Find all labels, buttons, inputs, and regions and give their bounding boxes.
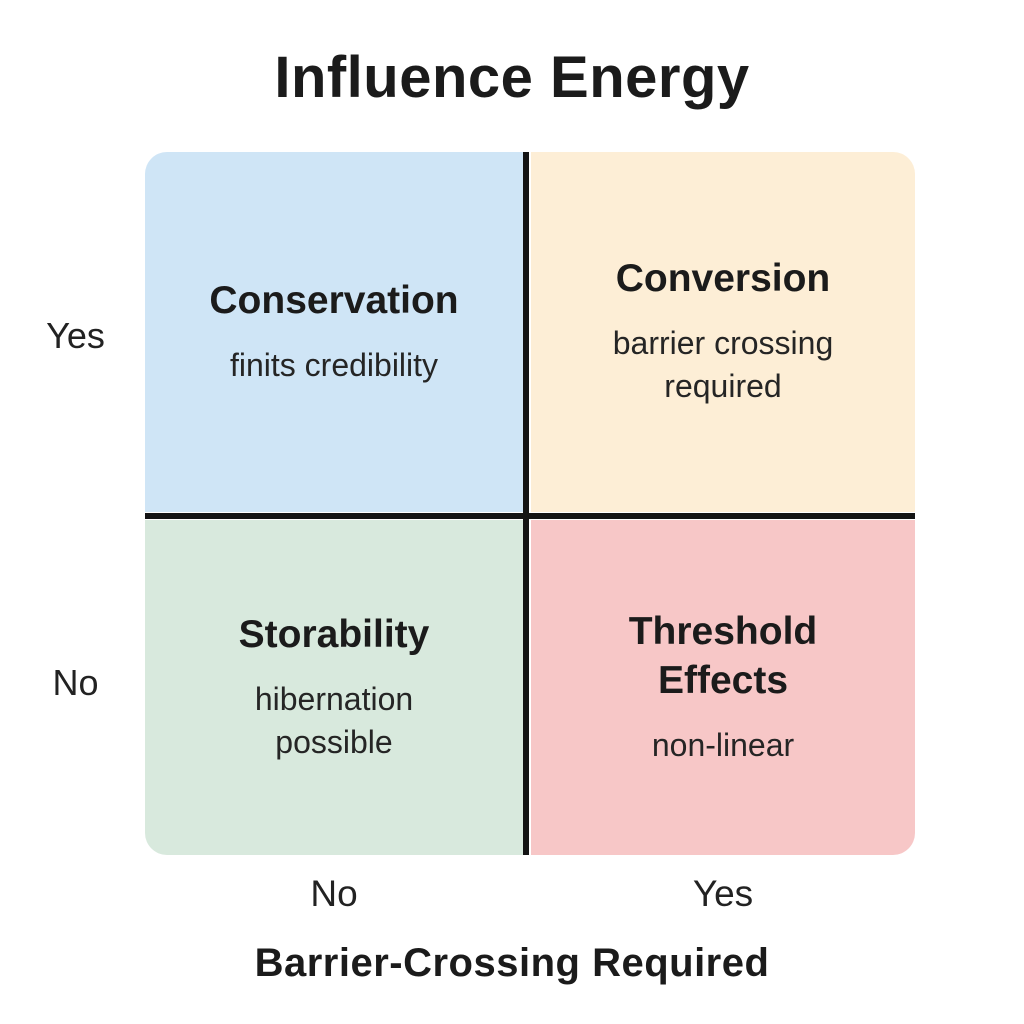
quadrant-threshold-effects-heading: Threshold Effects (628, 610, 818, 702)
page-title: Influence Energy (274, 45, 750, 110)
quadrant-conservation: Conservation finits credibility (145, 152, 523, 512)
quadrant-storability-subtitle: hibernation possible (254, 680, 414, 760)
y-axis-label-yes: Yes (46, 315, 105, 356)
horizontal-divider-line (145, 513, 915, 519)
quadrant-conversion-heading: Conversion (615, 257, 831, 301)
x-axis-label-yes: Yes (692, 873, 754, 914)
quadrant-conversion: Conversion barrier crossing required (531, 152, 915, 512)
quadrant-storability-heading: Storability (238, 612, 430, 656)
x-axis-title: Barrier-Crossing Required (254, 941, 770, 985)
quadrant-matrix: Conservation finits credibility Conversi… (145, 152, 915, 855)
quadrant-conversion-subtitle: barrier crossing required (612, 325, 834, 405)
quadrant-storability: Storability hibernation possible (145, 520, 523, 855)
quadrant-conservation-subtitle: finits credibility (229, 346, 439, 383)
x-axis-label-no: No (310, 873, 358, 914)
vertical-divider-line (523, 152, 529, 855)
y-axis-label-no: No (52, 662, 99, 703)
quadrant-threshold-effects-subtitle: non-linear (651, 726, 795, 763)
quadrant-conservation-heading: Conservation (209, 279, 459, 323)
quadrant-threshold-effects: Threshold Effects non-linear (531, 520, 915, 855)
